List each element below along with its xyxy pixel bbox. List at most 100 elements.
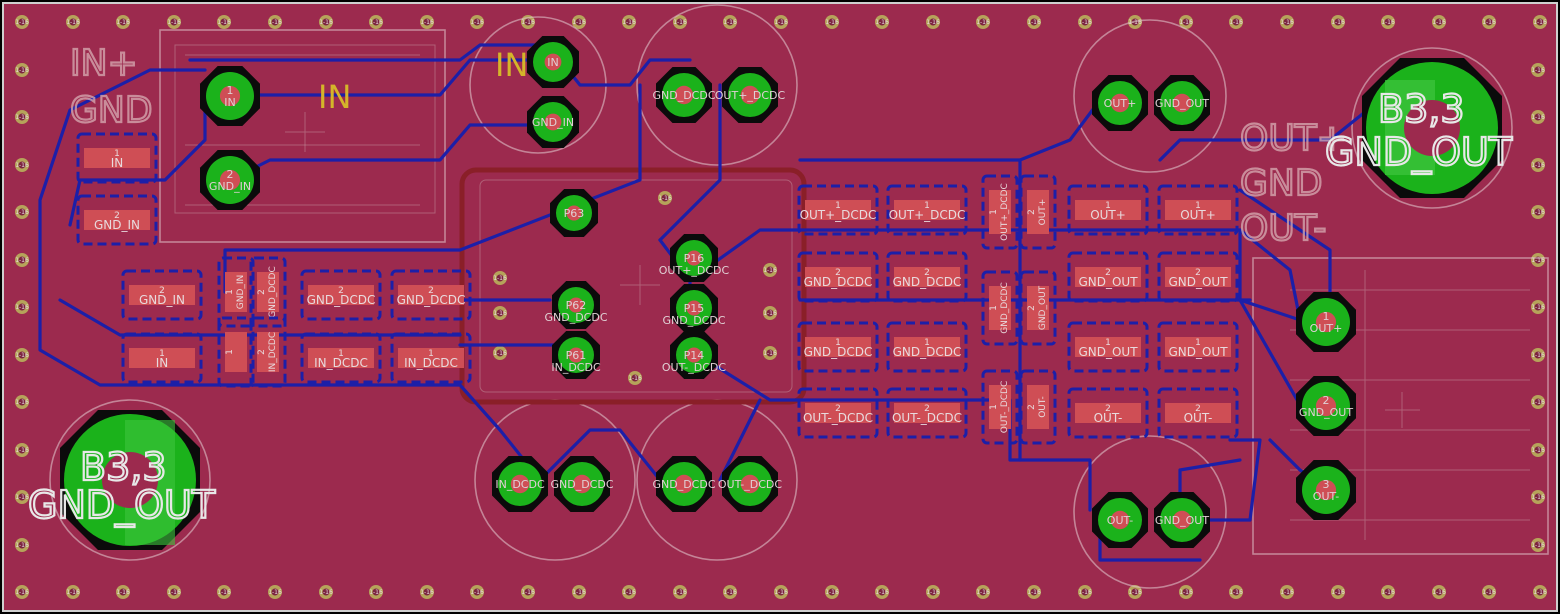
via-label: 1-16 xyxy=(521,19,535,26)
mounting-hole-top xyxy=(1362,58,1502,198)
tht-pad-c-out-top-1[interactable]: OUT+ xyxy=(1092,75,1148,131)
tht-pad-p63[interactable]: P63 xyxy=(550,189,598,237)
pad-net: GND_OUT xyxy=(1168,345,1228,359)
smd-pad-c-in-l-1[interactable]: 1IN xyxy=(76,132,158,184)
via: 1-16 xyxy=(658,191,672,205)
tht-pad-cin-top-1[interactable]: IN xyxy=(527,36,579,88)
tht-pad-c-in-bot-2[interactable]: GND_DCDC xyxy=(550,456,614,512)
tht-pad-c-in-bot-1[interactable]: IN_DCDC xyxy=(492,456,548,512)
via-label: 1-16 xyxy=(15,542,29,549)
pad-number: 1 xyxy=(924,338,930,348)
via: 1-16 xyxy=(493,346,507,360)
silkscreen-outlines xyxy=(49,4,1549,589)
via: 1-16 xyxy=(217,15,231,29)
via-label: 1-16 xyxy=(1531,257,1545,264)
tht-pad-c-dcdc-bot-1[interactable]: GND_DCDC xyxy=(652,456,716,512)
pad-number: 2 xyxy=(257,349,267,355)
label-out-plus: OUT+ xyxy=(1240,118,1347,159)
pad-net: OUT- xyxy=(1107,514,1133,527)
pad-net: GND_DCDC xyxy=(307,293,376,307)
via: 1-16 xyxy=(15,300,29,314)
label-out-minus: OUT- xyxy=(1240,208,1326,249)
via-label: 1-16 xyxy=(673,19,687,26)
smd-pad-c-a-1[interactable]: 1IN xyxy=(121,332,203,384)
tht-pad-c-out-bot-2[interactable]: GND_OUT xyxy=(1154,492,1210,548)
pad-pin: P61 xyxy=(566,349,587,362)
smd-pad-r-v2-1[interactable]: 1 xyxy=(217,316,255,388)
via-label: 1-16 xyxy=(369,589,383,596)
via: 1-16 xyxy=(15,158,29,172)
pad-net: GND_OUT xyxy=(1078,275,1138,289)
input-connector-inner xyxy=(174,44,436,214)
via: 1-16 xyxy=(1531,63,1545,77)
via-label: 1-16 xyxy=(1229,19,1243,26)
tht-pad-c-dcdc-top-1[interactable]: GND_DCDC xyxy=(652,67,716,123)
tht-pad-c-out-bot-1[interactable]: OUT- xyxy=(1092,492,1148,548)
mounting-hole-top-net: GND_OUT xyxy=(1325,130,1513,174)
via-label: 1-16 xyxy=(1432,19,1446,26)
tht-pad-c-dcdc-top-2[interactable]: OUT+_DCDC xyxy=(715,67,786,123)
via: 1-16 xyxy=(622,15,636,29)
pad-number: 1 xyxy=(924,201,930,211)
smd-pad-c-c-1[interactable]: 1IN_DCDC xyxy=(390,332,472,384)
via-label: 1-16 xyxy=(470,19,484,26)
via-label: 1-16 xyxy=(875,19,889,26)
via-label: 1-16 xyxy=(15,399,29,406)
via-label: 1-16 xyxy=(66,589,80,596)
smd-pad-c-b-1[interactable]: 1IN_DCDC xyxy=(300,332,382,384)
pad-number: 2 xyxy=(1195,404,1201,414)
tht-pad-cin-top-2[interactable]: GND_IN xyxy=(527,96,579,148)
pad-net: OUT+_DCDC xyxy=(659,264,730,277)
pad-net: GND_OUT xyxy=(1168,275,1228,289)
via-label: 1-16 xyxy=(763,310,777,317)
tht-pad-c-out-top-2[interactable]: GND_OUT xyxy=(1154,75,1210,131)
tht-pad-in-conn-1[interactable]: 1IN xyxy=(200,66,260,126)
pad-number: 2 xyxy=(114,211,120,221)
pad-net: OUT+ xyxy=(1090,208,1126,222)
via-label: 1-16 xyxy=(774,19,788,26)
pad-net: OUT-_DCDC xyxy=(718,478,783,491)
pad-number: 2 xyxy=(1027,305,1037,311)
via: 1-16 xyxy=(319,15,333,29)
tht-pad-c-dcdc-bot-2[interactable]: OUT-_DCDC xyxy=(718,456,783,512)
pad-net: OUT+_DCDC xyxy=(1000,183,1010,241)
